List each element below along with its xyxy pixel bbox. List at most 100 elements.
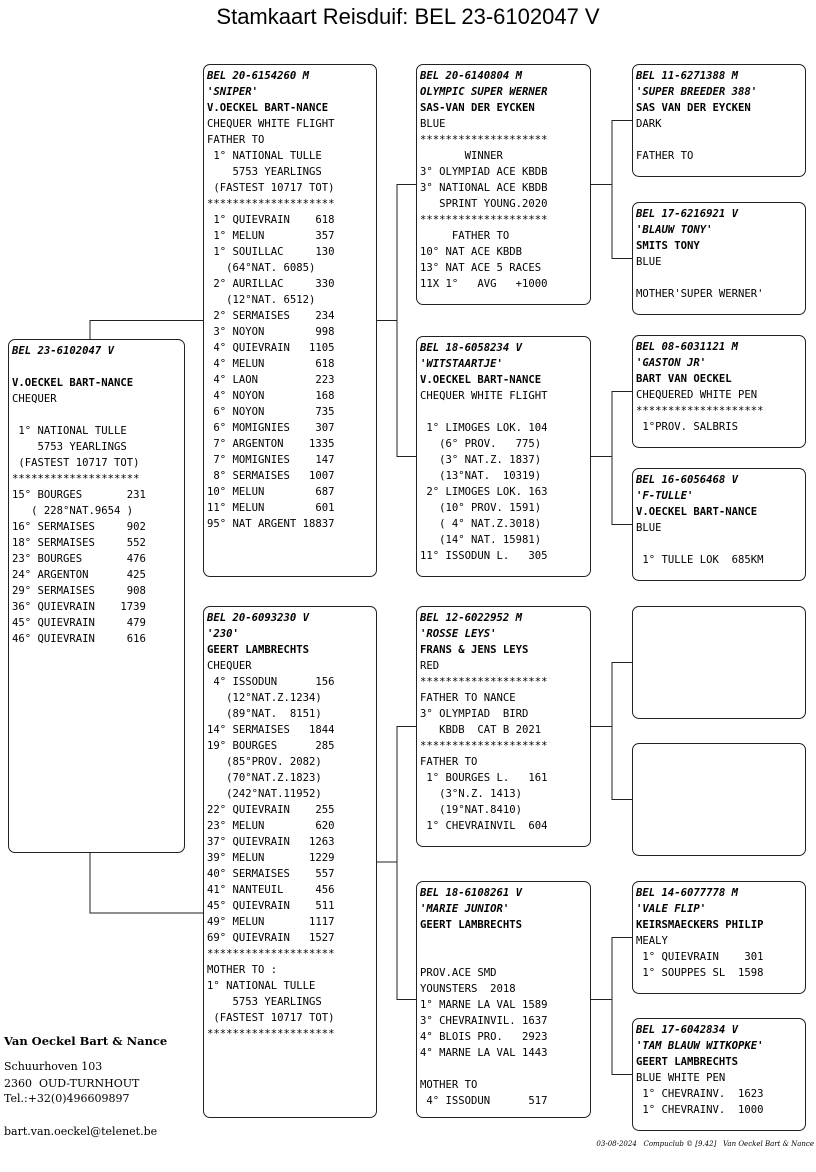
card-line: (242°NAT.11952) bbox=[207, 788, 322, 800]
card-line: 15° BOURGES 231 bbox=[12, 489, 146, 501]
card-line: 19° BOURGES 285 bbox=[207, 740, 335, 752]
card-line: ( 228°NAT.9654 ) bbox=[12, 505, 134, 517]
card-line: GEERT LAMBRECHTS bbox=[636, 1056, 739, 1068]
pigeon-card-fm-mother[interactable]: BEL 16-6056468 V'F-TULLE'V.OECKEL BART-N… bbox=[632, 468, 806, 581]
connector-line bbox=[89, 853, 203, 914]
card-line: 40° SERMAISES 557 bbox=[207, 868, 335, 880]
pigeon-card-mother-mother[interactable]: BEL 18-6108261 V'MARIE JUNIOR'GEERT LAMB… bbox=[416, 881, 591, 1118]
card-line: 3° NATIONAL ACE KBDB bbox=[420, 182, 548, 194]
ring-number: BEL 23-6102047 V bbox=[12, 345, 115, 357]
card-line: ******************** bbox=[12, 473, 140, 485]
card-line: GEERT LAMBRECHTS bbox=[207, 644, 310, 656]
card-line: 1° NATIONAL TULLE bbox=[207, 980, 316, 992]
card-line: 'SUPER BREEDER 388' bbox=[636, 86, 758, 98]
pigeon-card-father[interactable]: BEL 20-6154260 M'SNIPER'V.OECKEL BART-NA… bbox=[203, 64, 377, 577]
ring-number: BEL 20-6140804 M bbox=[420, 70, 523, 82]
card-line: 3° OLYMPIAD ACE KBDB bbox=[420, 166, 548, 178]
card-line: ******************** bbox=[420, 676, 548, 688]
card-line: 1° CHEVRAINVIL 604 bbox=[420, 820, 548, 832]
card-line: (14° NAT. 15981) bbox=[420, 534, 542, 546]
card-line: 11° MELUN 601 bbox=[207, 502, 335, 514]
card-line: 1° SOUILLAC 130 bbox=[207, 246, 335, 258]
card-line: FRANS & JENS LEYS bbox=[420, 644, 529, 656]
card-line: 69° QUIEVRAIN 1527 bbox=[207, 932, 335, 944]
card-line: 3° CHEVRAINVIL. 1637 bbox=[420, 1015, 548, 1027]
card-line: ( 4° NAT.Z.3018) bbox=[420, 518, 542, 530]
card-line: SPRINT YOUNG.2020 bbox=[420, 198, 548, 210]
card-line: 'SNIPER' bbox=[207, 86, 259, 98]
card-line: MOTHER TO : bbox=[207, 964, 278, 976]
pigeon-card-father-mother[interactable]: BEL 18-6058234 V'WITSTAARTJE'V.OECKEL BA… bbox=[416, 336, 591, 577]
card-line: 1° QUIEVRAIN 301 bbox=[636, 951, 764, 963]
ring-number: BEL 18-6108261 V bbox=[420, 887, 523, 899]
card-line bbox=[420, 1061, 588, 1077]
card-line: 8° SERMAISES 1007 bbox=[207, 470, 335, 482]
card-line: 'GASTON JR' bbox=[636, 357, 707, 369]
connector-line bbox=[396, 184, 416, 457]
card-line: 4° BLOIS PRO. 2923 bbox=[420, 1031, 548, 1043]
card-line: (FASTEST 10717 TOT) bbox=[207, 182, 335, 194]
card-line: 46° QUIEVRAIN 616 bbox=[12, 633, 146, 645]
ring-number: BEL 17-6042834 V bbox=[636, 1024, 739, 1036]
card-line: 1° QUIEVRAIN 618 bbox=[207, 214, 335, 226]
card-line: SAS-VAN DER EYCKEN bbox=[420, 102, 535, 114]
pigeon-card-mm-father[interactable]: BEL 14-6077778 M'VALE FLIP'KEIRSMAECKERS… bbox=[632, 881, 806, 994]
card-line: 95° NAT ARGENT 18837 bbox=[207, 518, 335, 530]
pigeon-card-mf-mother-empty[interactable] bbox=[632, 743, 806, 856]
card-line: 36° QUIEVRAIN 1739 bbox=[12, 601, 146, 613]
card-line: 1° BOURGES L. 161 bbox=[420, 772, 548, 784]
card-line: (10° PROV. 1591) bbox=[420, 502, 542, 514]
card-line: 'MARIE JUNIOR' bbox=[420, 903, 510, 915]
card-line: FATHER TO NANCE bbox=[420, 692, 516, 704]
pigeon-card-ff-father[interactable]: BEL 11-6271388 M'SUPER BREEDER 388'SAS V… bbox=[632, 64, 806, 177]
card-line: (12°NAT.Z.1234) bbox=[207, 692, 322, 704]
card-line bbox=[636, 270, 803, 286]
card-line bbox=[420, 933, 588, 949]
card-line: V.OECKEL BART-NANCE bbox=[207, 102, 329, 114]
card-line: DARK bbox=[636, 118, 662, 130]
pigeon-card-fm-father[interactable]: BEL 08-6031121 M'GASTON JR'BART VAN OECK… bbox=[632, 335, 806, 448]
card-line: BART VAN OECKEL bbox=[636, 373, 732, 385]
card-line: 4° MARNE LA VAL 1443 bbox=[420, 1047, 548, 1059]
card-line: CHEQUERED WHITE PEN bbox=[636, 389, 758, 401]
ring-number: BEL 18-6058234 V bbox=[420, 342, 523, 354]
card-line: YOUNSTERS 2018 bbox=[420, 983, 516, 995]
card-line: 39° MELUN 1229 bbox=[207, 852, 335, 864]
pigeon-card-mm-mother[interactable]: BEL 17-6042834 V'TAM BLAUW WITKOPKE'GEER… bbox=[632, 1018, 806, 1131]
pigeon-card-mother-father[interactable]: BEL 12-6022952 M'ROSSE LEYS'FRANS & JENS… bbox=[416, 606, 591, 847]
card-line: ******************** bbox=[420, 214, 548, 226]
card-line: (6° PROV. 775) bbox=[420, 438, 542, 450]
owner-city: 2360 OUD-TURNHOUT bbox=[4, 1077, 140, 1090]
card-line: 1° TULLE LOK 685KM bbox=[636, 554, 764, 566]
card-line: KBDB CAT B 2021 bbox=[420, 724, 542, 736]
card-line: '230' bbox=[207, 628, 239, 640]
card-line: BLUE bbox=[636, 256, 662, 268]
ring-number: BEL 17-6216921 V bbox=[636, 208, 739, 220]
card-line: (12°NAT. 6512) bbox=[207, 294, 316, 306]
card-line: PROV.ACE SMD bbox=[420, 967, 497, 979]
card-line: MOTHER TO bbox=[420, 1079, 478, 1091]
print-footer: 03-08-2024 Compuclub © [9.42] Van Oeckel… bbox=[596, 1140, 814, 1148]
card-line: BLUE bbox=[420, 118, 446, 130]
connector-line bbox=[611, 937, 632, 1075]
connector-line bbox=[396, 726, 416, 1000]
card-line: (FASTEST 10717 TOT) bbox=[207, 1012, 335, 1024]
owner-phone: Tel.:+32(0)496609897 bbox=[4, 1092, 130, 1105]
card-line: MEALY bbox=[636, 935, 668, 947]
card-line: FATHER TO bbox=[420, 756, 478, 768]
card-line: (3° NAT.Z. 1837) bbox=[420, 454, 542, 466]
card-line: 3° OLYMPIAD BIRD bbox=[420, 708, 529, 720]
card-line: 23° MELUN 620 bbox=[207, 820, 335, 832]
connector-line bbox=[611, 391, 632, 525]
card-line: RED bbox=[420, 660, 440, 672]
card-line: MOTHER'SUPER WERNER' bbox=[636, 288, 764, 300]
card-line: ******************** bbox=[420, 134, 548, 146]
card-line: BLUE WHITE PEN bbox=[636, 1072, 726, 1084]
card-line: ******************** bbox=[207, 1028, 335, 1040]
pigeon-card-mf-father-empty[interactable] bbox=[632, 606, 806, 719]
card-line: 4° LAON 223 bbox=[207, 374, 335, 386]
